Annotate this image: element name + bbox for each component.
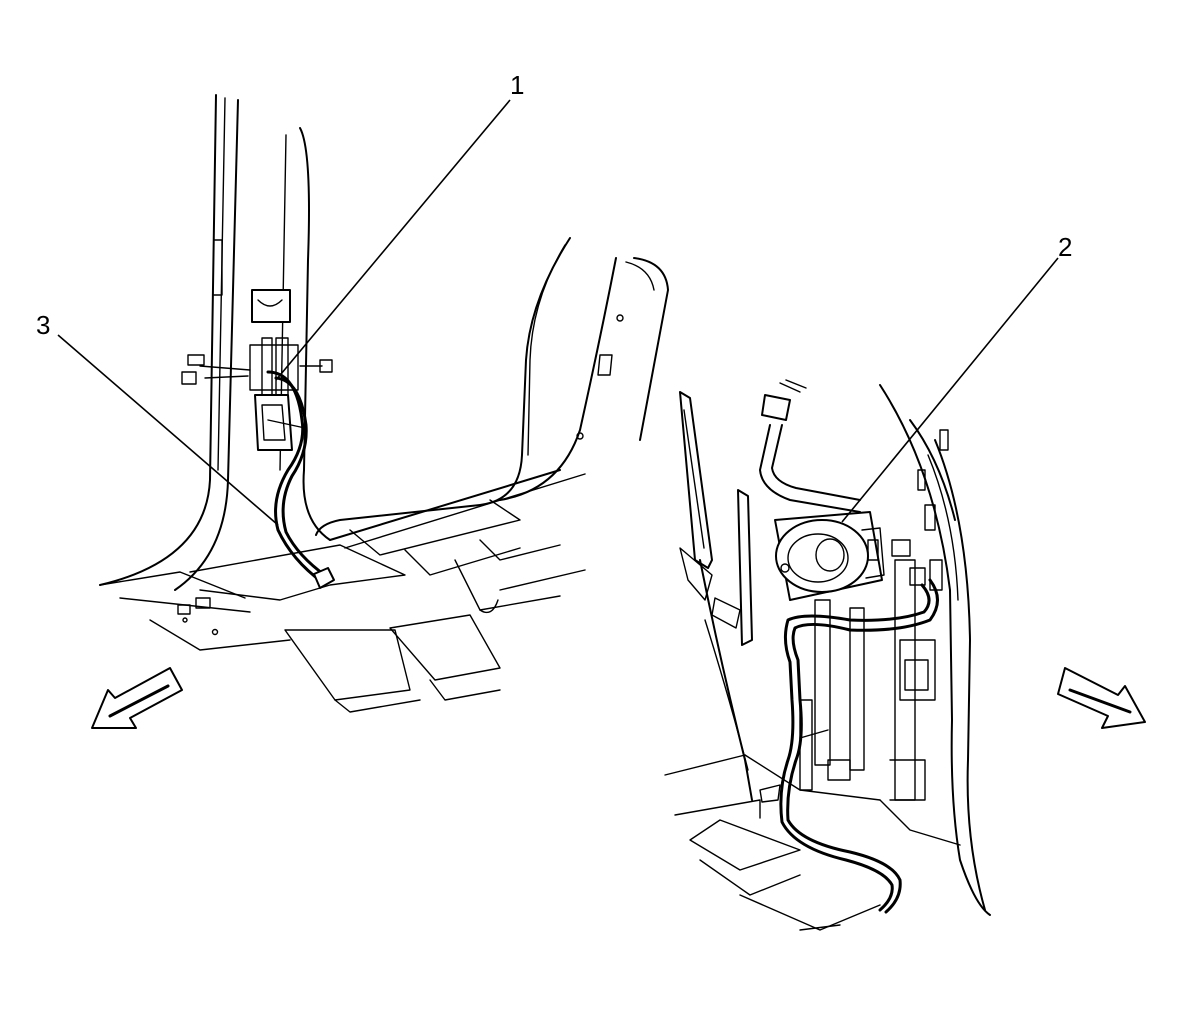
leader-line-3 [57, 334, 279, 526]
arrow-right-down-icon [1057, 667, 1146, 729]
arrow-left-down-icon [91, 667, 183, 729]
leader-line-2 [841, 257, 1059, 523]
speaker [774, 511, 911, 601]
callout-2: 2 [1058, 232, 1072, 262]
right-body-view [664, 379, 991, 931]
leader-line-1 [275, 99, 511, 381]
left-body-view [99, 94, 669, 713]
callout-1: 1 [510, 70, 524, 100]
callout-3: 3 [36, 310, 50, 340]
